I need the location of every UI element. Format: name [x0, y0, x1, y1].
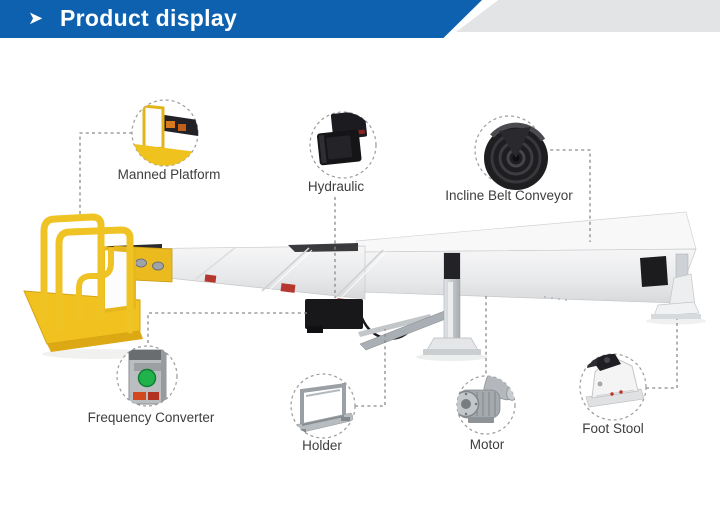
motor-icon: [456, 375, 516, 435]
conveyor-top-face: [355, 211, 697, 253]
header-banner-gray-bar: [456, 0, 720, 32]
frequency-converter-connector: [147, 312, 307, 345]
page-title: Product display: [60, 5, 238, 31]
incline-belt-conveyor-label: Incline Belt Conveyor: [445, 188, 573, 203]
manned-platform-label: Manned Platform: [117, 167, 221, 182]
frequency-converter-label: Frequency Converter: [87, 410, 215, 425]
holder-label: Holder: [302, 438, 342, 453]
incline-belt-conveyor-icon: [474, 115, 548, 190]
foot-stool-connector: [646, 319, 678, 389]
header-banner: [0, 0, 482, 38]
foot-stool-icon: [579, 353, 647, 421]
foot-stool-label: Foot Stool: [582, 421, 644, 436]
incline-belt-conveyor-connector: [544, 149, 591, 242]
holder-connector: [355, 329, 386, 407]
holder-icon: [290, 373, 356, 439]
hydraulic-power-unit: [305, 299, 363, 329]
manned-platform-icon: [131, 99, 199, 167]
arrow-icon: ➤: [28, 8, 44, 28]
control-panel: [640, 256, 668, 287]
rear-foot: [651, 253, 701, 319]
connector-lines: [79, 132, 678, 407]
manned-platform-connector: [79, 132, 132, 214]
motor-label: Motor: [469, 437, 505, 452]
hydraulic-icon: [309, 110, 377, 179]
support-leg: [423, 252, 481, 355]
hydraulic-label: Hydraulic: [307, 179, 365, 194]
conveyor-machine: [23, 211, 706, 361]
frequency-converter-icon: [116, 345, 178, 407]
manned-platform-structure: [23, 213, 143, 352]
